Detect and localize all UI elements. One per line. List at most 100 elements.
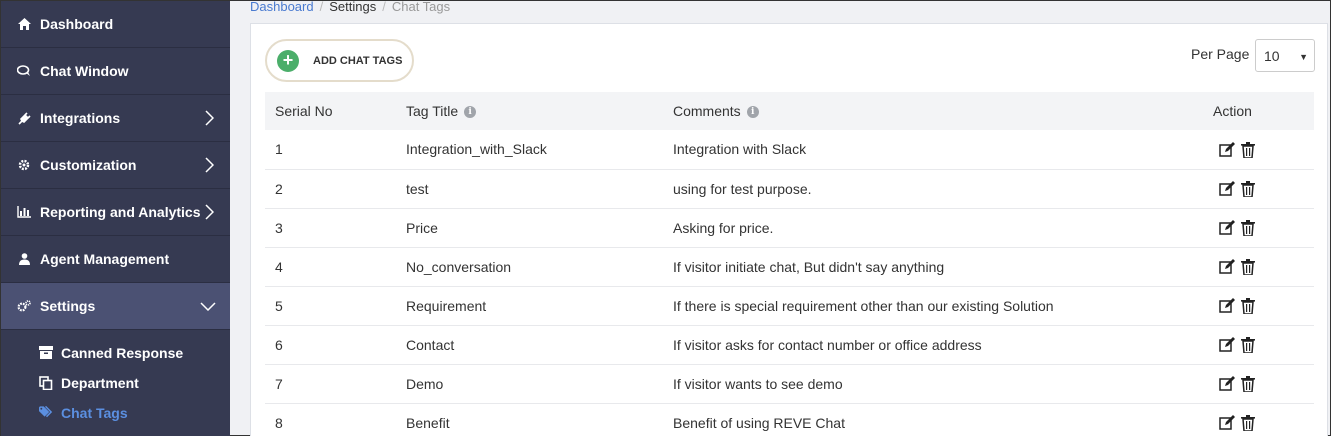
sidebar-item-label: Settings: [40, 298, 96, 314]
sidebar: Dashboard Chat Window Integrations Custo…: [1, 1, 230, 436]
trash-icon[interactable]: [1241, 181, 1257, 198]
archive-icon: [39, 346, 53, 360]
cell-action: [1203, 364, 1314, 404]
sidebar-item-label: Customization: [40, 157, 137, 173]
info-icon[interactable]: i: [464, 106, 477, 119]
sidebar-subitem-canned-response[interactable]: Canned Response: [1, 338, 230, 368]
cell-action: [1203, 286, 1314, 326]
cell-tag-title: Contact: [396, 325, 663, 365]
sidebar-subitem-label: Chat Tags: [61, 405, 128, 421]
cell-tag-title: Price: [396, 208, 663, 248]
user-icon: [16, 251, 32, 267]
cogs-icon: [16, 298, 32, 314]
breadcrumb-current: Chat Tags: [391, 0, 451, 14]
chevron-right-icon: [205, 204, 214, 220]
per-page-label: Per Page: [1191, 46, 1250, 62]
sidebar-item-label: Reporting and Analytics: [40, 204, 201, 220]
sidebar-subitem-label: Department: [61, 375, 139, 391]
chevron-right-icon: [205, 110, 214, 126]
sidebar-item-dashboard[interactable]: Dashboard: [1, 1, 230, 48]
sidebar-subitem-department[interactable]: Department: [1, 368, 230, 398]
chat-tags-panel: + ADD CHAT TAGS Per Page 10 ▼ Serial No …: [250, 23, 1328, 436]
edit-icon[interactable]: [1219, 298, 1235, 314]
edit-icon[interactable]: [1219, 181, 1235, 197]
info-icon[interactable]: i: [746, 106, 759, 119]
sidebar-item-reporting[interactable]: Reporting and Analytics: [1, 189, 230, 236]
cell-action: [1203, 403, 1314, 436]
cell-comment: If visitor initiate chat, But didn't say…: [663, 247, 1203, 287]
cell-serial: 6: [265, 325, 396, 365]
per-page-select[interactable]: 10 ▼: [1255, 39, 1315, 72]
sidebar-item-settings[interactable]: Settings: [1, 283, 230, 330]
edit-icon[interactable]: [1219, 415, 1235, 431]
trash-icon[interactable]: [1241, 298, 1257, 315]
sidebar-item-label: Agent Management: [40, 251, 170, 267]
cell-comment: Benefit of using REVE Chat: [663, 403, 1203, 436]
edit-icon[interactable]: [1219, 337, 1235, 353]
add-chat-tags-button[interactable]: + ADD CHAT TAGS: [265, 39, 414, 82]
breadcrumb-separator: /: [319, 0, 324, 14]
cell-comment: Asking for price.: [663, 208, 1203, 248]
edit-icon[interactable]: [1219, 220, 1235, 236]
sidebar-item-agent-management[interactable]: Agent Management: [1, 236, 230, 283]
trash-icon[interactable]: [1241, 220, 1257, 237]
edit-icon[interactable]: [1219, 259, 1235, 275]
trash-icon[interactable]: [1241, 141, 1257, 159]
column-serial-no: Serial No: [275, 103, 333, 119]
cell-tag-title: Demo: [396, 364, 663, 404]
cell-comment: If visitor asks for contact number or of…: [663, 325, 1203, 365]
plus-icon: +: [277, 49, 299, 72]
sidebar-item-integrations[interactable]: Integrations: [1, 95, 230, 142]
gear-icon: [16, 157, 32, 173]
cell-comment: If visitor wants to see demo: [663, 364, 1203, 404]
trash-icon[interactable]: [1241, 259, 1257, 276]
tags-icon: [39, 406, 53, 420]
breadcrumb-settings[interactable]: Settings: [329, 0, 377, 14]
cell-serial: 8: [265, 403, 396, 436]
sidebar-item-label: Chat Window: [40, 63, 129, 79]
cell-action: [1203, 247, 1314, 287]
per-page-value: 10: [1264, 47, 1280, 64]
chevron-right-icon: [205, 157, 214, 173]
edit-icon[interactable]: [1219, 141, 1235, 158]
trash-icon[interactable]: [1241, 337, 1257, 354]
cell-serial: 5: [265, 286, 396, 326]
cell-comment: using for test purpose.: [663, 169, 1203, 209]
cell-tag-title: test: [396, 169, 663, 209]
sidebar-item-chat-window[interactable]: Chat Window: [1, 48, 230, 95]
sidebar-item-customization[interactable]: Customization: [1, 142, 230, 189]
cell-tag-title: Requirement: [396, 286, 663, 326]
cell-serial: 1: [265, 130, 396, 170]
edit-icon[interactable]: [1219, 376, 1235, 392]
cell-serial: 3: [265, 208, 396, 248]
cell-action: [1203, 208, 1314, 248]
breadcrumb-separator: /: [382, 0, 386, 14]
cell-serial: 2: [265, 169, 396, 209]
caret-down-icon: ▼: [1299, 52, 1308, 62]
cell-serial: 7: [265, 364, 396, 404]
sidebar-subitem-chat-tags[interactable]: Chat Tags: [1, 398, 230, 428]
column-action: Action: [1213, 103, 1252, 119]
breadcrumb: Dashboard / Settings / Chat Tags: [250, 0, 450, 14]
breadcrumb-dashboard[interactable]: Dashboard: [250, 0, 314, 14]
chevron-down-icon: [200, 302, 216, 311]
copy-icon: [39, 376, 53, 390]
cell-serial: 4: [265, 247, 396, 287]
plug-icon: [16, 110, 32, 126]
trash-icon[interactable]: [1241, 415, 1257, 432]
cell-tag-title: No_conversation: [396, 247, 663, 287]
add-chat-tags-label: ADD CHAT TAGS: [313, 54, 403, 67]
sidebar-item-label: Integrations: [40, 110, 121, 126]
cell-tag-title: Integration_with_Slack: [396, 130, 663, 170]
sidebar-item-label: Dashboard: [40, 16, 114, 32]
cell-comment: If there is special requirement other th…: [663, 286, 1203, 326]
trash-icon[interactable]: [1241, 376, 1257, 393]
